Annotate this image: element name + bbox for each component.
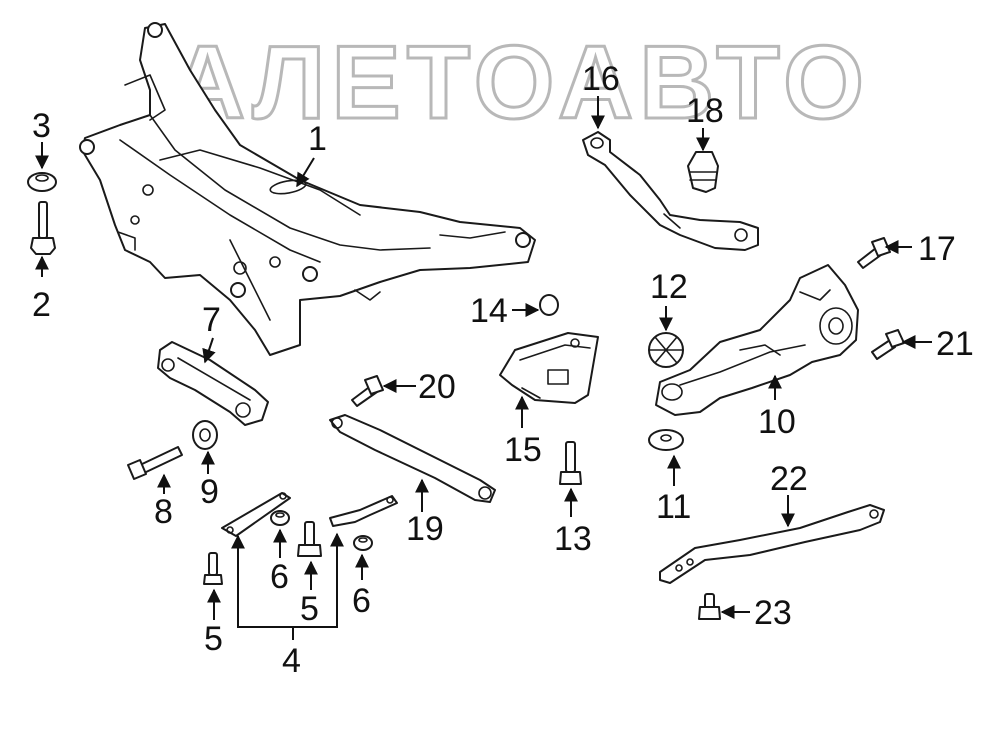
part-8-bolt <box>127 446 183 480</box>
callout-labels: 1 2 3 7 8 9 4 5 5 6 6 19 20 14 15 13 16 … <box>32 60 974 680</box>
part-4-brackets <box>221 492 398 537</box>
callout-5-right: 5 <box>300 590 319 628</box>
part-20-bolt <box>351 375 384 407</box>
callout-17: 17 <box>918 230 956 268</box>
callout-4: 4 <box>282 642 301 680</box>
part-6-nut-left <box>270 510 290 526</box>
callout-6-right: 6 <box>352 582 371 620</box>
watermark-logo: АЛЕТОАВТО <box>170 25 870 141</box>
part-14-washer <box>539 294 559 316</box>
part-15-bracket <box>499 332 599 404</box>
part-16-upper-arm <box>582 131 759 251</box>
part-7-link <box>157 341 269 426</box>
callout-2: 2 <box>32 286 51 324</box>
part-10-knuckle <box>655 264 859 416</box>
part-5-bolt-right <box>297 521 322 557</box>
callout-9: 9 <box>200 473 219 511</box>
callout-7: 7 <box>202 301 221 339</box>
part-6-nut-right <box>353 535 373 551</box>
callout-8: 8 <box>154 493 173 531</box>
callout-3: 3 <box>32 107 51 145</box>
callout-16: 16 <box>582 60 620 98</box>
callout-6-left: 6 <box>270 558 289 596</box>
part-21-bolt <box>871 329 905 360</box>
leader-lines <box>35 96 932 640</box>
callout-12: 12 <box>650 268 688 306</box>
callout-13: 13 <box>554 520 592 558</box>
part-5-bolt-left <box>203 552 223 585</box>
callout-22: 22 <box>770 460 808 498</box>
callout-19: 19 <box>406 510 444 548</box>
callout-15: 15 <box>504 431 542 469</box>
part-22-bar <box>659 504 885 584</box>
callout-14: 14 <box>470 292 508 330</box>
part-12-bushing <box>648 332 684 368</box>
callout-10: 10 <box>758 403 796 441</box>
part-13-bolt <box>559 441 582 485</box>
callout-5-left: 5 <box>204 620 223 658</box>
part-9-washer <box>192 420 218 450</box>
part-1-subframe <box>79 22 536 356</box>
part-11-washer <box>648 429 684 451</box>
callout-1: 1 <box>308 120 327 158</box>
callout-21: 21 <box>936 325 974 363</box>
part-19-link <box>329 414 496 503</box>
part-18-bump-stop <box>687 151 719 193</box>
callout-18: 18 <box>686 92 724 130</box>
callout-23: 23 <box>754 594 792 632</box>
part-2-bolt <box>30 201 56 255</box>
callout-20: 20 <box>418 368 456 406</box>
part-17-bolt <box>857 237 891 269</box>
callout-11: 11 <box>656 488 691 526</box>
part-23-bolt <box>698 593 721 620</box>
part-3-washer <box>27 172 57 192</box>
